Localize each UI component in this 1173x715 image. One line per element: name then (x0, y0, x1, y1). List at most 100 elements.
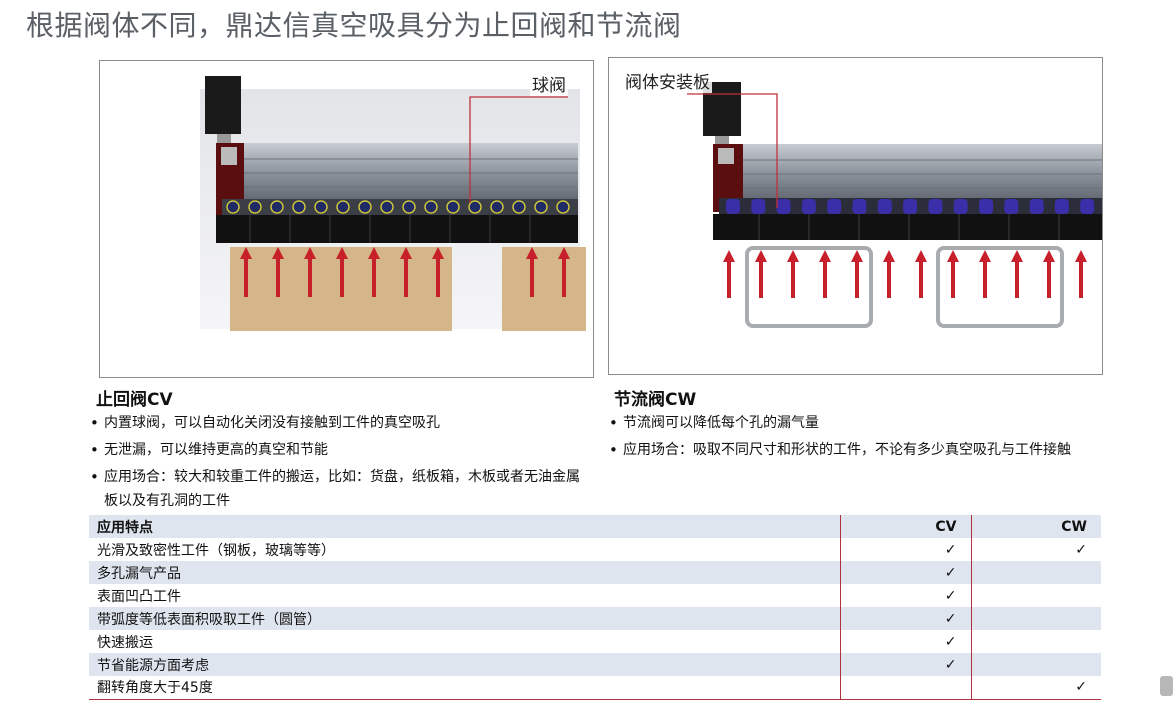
ball-valve (226, 200, 240, 214)
cv-check: ✓ (839, 584, 972, 607)
header-cw: CW (971, 515, 1101, 538)
table-row: 多孔漏气产品 ✓ (89, 561, 1101, 584)
cv-check: ✓ (839, 630, 972, 653)
ball-valve (292, 200, 306, 214)
suction-arrow-head (883, 250, 895, 262)
suction-arrow-head (1075, 250, 1087, 262)
cv-plate-slots (249, 215, 531, 243)
ball-valve (248, 200, 262, 214)
table-row: 表面凹凸工件 ✓ (89, 584, 1101, 607)
throttle-valve (903, 199, 918, 214)
ball-valve-callout: 球阀 (530, 71, 568, 96)
suction-arrow-head (979, 250, 991, 262)
throttle-valve (827, 199, 842, 214)
cv-leader-line (469, 96, 568, 203)
cw-plate-slots (758, 214, 1060, 240)
suction-arrow-head (432, 247, 444, 259)
cv-suction-arrows (240, 247, 570, 297)
table-row: 节省能源方面考虑 ✓ (89, 653, 1101, 676)
ball-valve (534, 200, 548, 214)
ball-valve (446, 200, 460, 214)
cw-check (971, 653, 1101, 676)
suction-arrow-head (304, 247, 316, 259)
throttle-valve (953, 199, 968, 214)
throttle-valve (1080, 199, 1095, 214)
ball-valve (270, 200, 284, 214)
cv-valve-row (222, 199, 578, 215)
throttle-valve (726, 199, 740, 214)
throttle-valve (776, 199, 791, 214)
cw-workpiece-outline-left (745, 246, 873, 328)
scrollbar-thumb[interactable] (1160, 676, 1173, 696)
cv-bullet: 内置球阀，可以自动化关闭没有接触到工件的真空吸孔 (90, 411, 580, 435)
header-cv: CV (839, 515, 972, 538)
cv-ball-valves (226, 200, 570, 214)
suction-arrow-head (272, 247, 284, 259)
suction-arrow-head (755, 250, 767, 262)
ball-valve (512, 200, 526, 214)
cw-check (971, 561, 1101, 584)
cw-end-block-face (718, 148, 734, 164)
ball-valve (380, 200, 394, 214)
throttle-valve (1004, 199, 1019, 214)
row-feature: 光滑及致密性工件（钢板，玻璃等等） (97, 542, 335, 559)
ball-valve (336, 200, 350, 214)
cw-bullet-list: 节流阀可以降低每个孔的漏气量 应用场合：吸取不同尺寸和形状的工件，不论有多少真空… (609, 411, 1129, 465)
ball-valve (314, 200, 328, 214)
cw-rail-grooves (743, 159, 1102, 189)
cw-check (971, 607, 1101, 630)
cv-diagram (200, 76, 586, 331)
cw-workpiece-outline-right (936, 246, 1064, 328)
cv-workpiece-right (502, 247, 586, 331)
cw-suction-plate (713, 214, 1102, 240)
suction-arrow-head (851, 250, 863, 262)
cw-diagram (687, 82, 1102, 328)
suction-arrow-head (915, 250, 927, 262)
ball-valve (468, 200, 482, 214)
cv-end-block-face (221, 147, 237, 165)
throttle-valve (1054, 199, 1069, 214)
ball-valve (490, 200, 504, 214)
table-row: 光滑及致密性工件（钢板，玻璃等等） ✓ ✓ (89, 538, 1101, 561)
cw-check: ✓ (1075, 541, 1087, 558)
table-header-row: 应用特点 CV CW (89, 515, 1101, 538)
suction-arrow-head (723, 250, 735, 262)
cv-check: ✓ (839, 538, 972, 561)
row-feature: 多孔漏气产品 (89, 561, 840, 584)
cv-check: ✓ (839, 561, 972, 584)
cw-diagram-panel: 阀体安装板 (608, 57, 1103, 375)
cw-rail (743, 144, 1102, 202)
cw-coupling (715, 136, 729, 146)
suction-arrow-head (947, 250, 959, 262)
cw-leader-line (687, 93, 778, 208)
throttle-valve (852, 199, 867, 214)
cw-check: ✓ (971, 676, 1101, 700)
throttle-valve (928, 199, 943, 214)
table-row: 翻转角度大于45度 ✓ (89, 676, 1101, 700)
valve-plate-callout: 阀体安装板 (623, 68, 712, 93)
cv-check: ✓ (839, 653, 972, 676)
row-feature: 表面凹凸工件 (97, 588, 181, 605)
ball-valve (402, 200, 416, 214)
throttle-valve (801, 199, 816, 214)
suction-arrow-head (558, 247, 570, 259)
cv-bullet: 应用场合：较大和较重工件的搬运，比如：货盘，纸板箱，木板或者无油金属板以及有孔洞… (90, 465, 580, 513)
table-row: 快速搬运 ✓ (89, 630, 1101, 653)
slide-title: 根据阀体不同，鼎达信真空吸具分为止回阀和节流阀 (26, 9, 682, 42)
row-feature: 带弧度等低表面积吸取工件（圆管） (89, 607, 840, 630)
ball-valve (556, 200, 570, 214)
cv-bullet: 无泄漏，可以维持更高的真空和节能 (90, 438, 580, 462)
cw-throttle-valves (726, 199, 1095, 214)
cw-bullet: 应用场合：吸取不同尺寸和形状的工件，不论有多少真空吸孔与工件接触 (609, 438, 1129, 462)
suction-arrow-head (1043, 250, 1055, 262)
suction-arrow-head (336, 247, 348, 259)
cv-diagram-panel: 球阀 (99, 60, 594, 378)
row-feature: 快速搬运 (97, 634, 153, 651)
cv-heading: 止回阀CV (96, 390, 173, 410)
suction-arrow-head (1011, 250, 1023, 262)
suction-arrow-head (819, 250, 831, 262)
throttle-valve (751, 199, 766, 214)
cw-heading: 节流阀CW (614, 390, 697, 410)
cw-suction-arrows (723, 250, 1087, 298)
suction-arrow-head (368, 247, 380, 259)
